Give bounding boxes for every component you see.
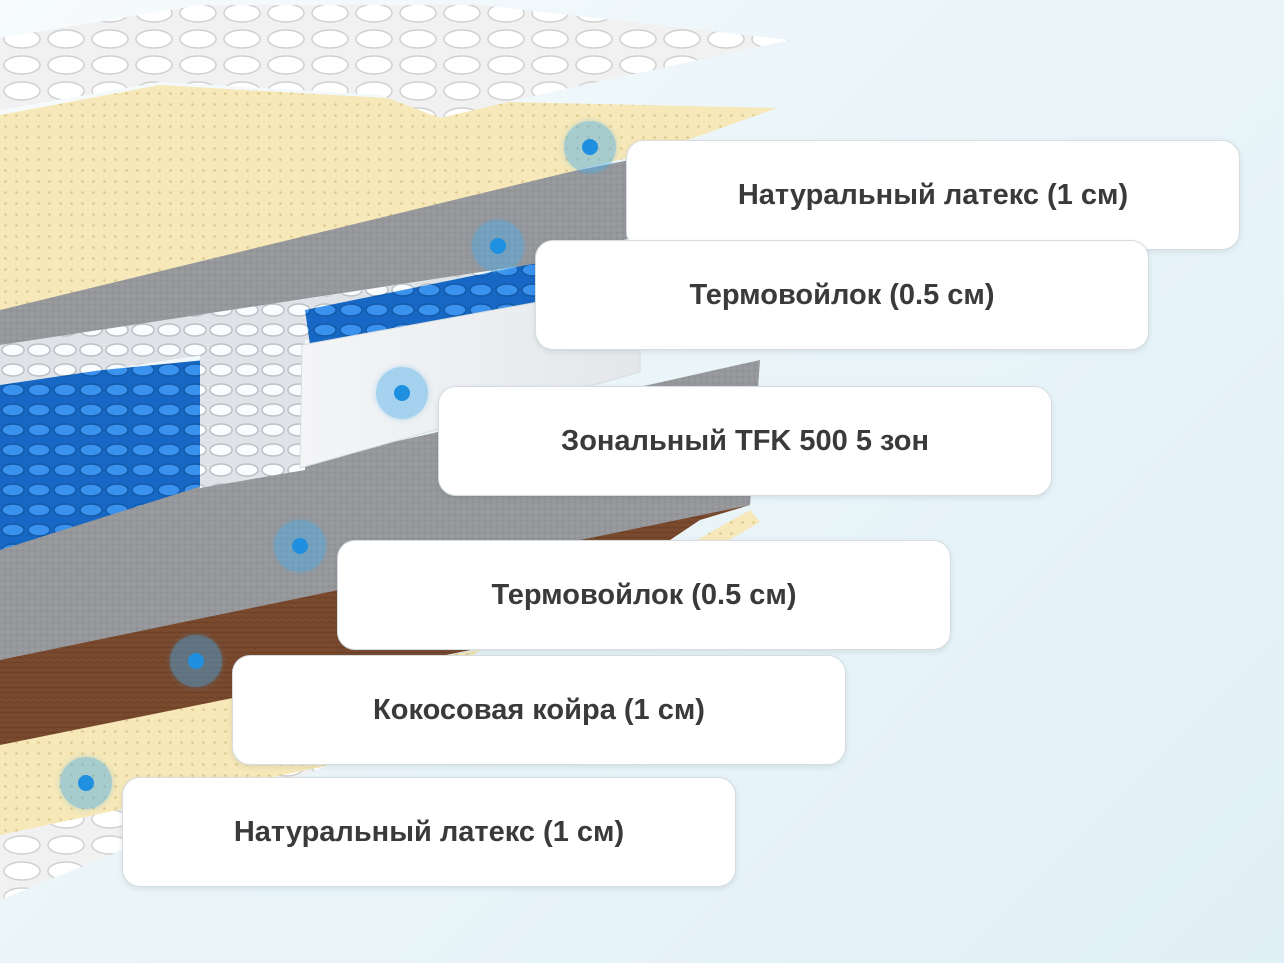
layer-marker-icon[interactable] <box>472 220 524 272</box>
layer-label-text: Натуральный латекс (1 см) <box>234 816 624 849</box>
layer-marker-icon[interactable] <box>170 635 222 687</box>
layer-label-3: Зональный TFK 500 5 зон <box>438 386 1052 496</box>
layer-marker-icon[interactable] <box>274 520 326 572</box>
layer-label-text: Термовойлок (0.5 см) <box>689 279 994 312</box>
layer-label-text: Кокосовая койра (1 см) <box>373 694 705 727</box>
layer-label-5: Кокосовая койра (1 см) <box>232 655 846 765</box>
layer-label-2: Термовойлок (0.5 см) <box>535 240 1149 350</box>
layer-label-text: Натуральный латекс (1 см) <box>738 179 1128 212</box>
layer-label-6: Натуральный латекс (1 см) <box>122 777 736 887</box>
layer-marker-icon[interactable] <box>564 121 616 173</box>
layer-marker-icon[interactable] <box>376 367 428 419</box>
layer-label-4: Термовойлок (0.5 см) <box>337 540 951 650</box>
layer-label-1: Натуральный латекс (1 см) <box>626 140 1240 250</box>
layer-label-text: Зональный TFK 500 5 зон <box>561 425 929 458</box>
layer-label-text: Термовойлок (0.5 см) <box>491 579 796 612</box>
layer-marker-icon[interactable] <box>60 757 112 809</box>
